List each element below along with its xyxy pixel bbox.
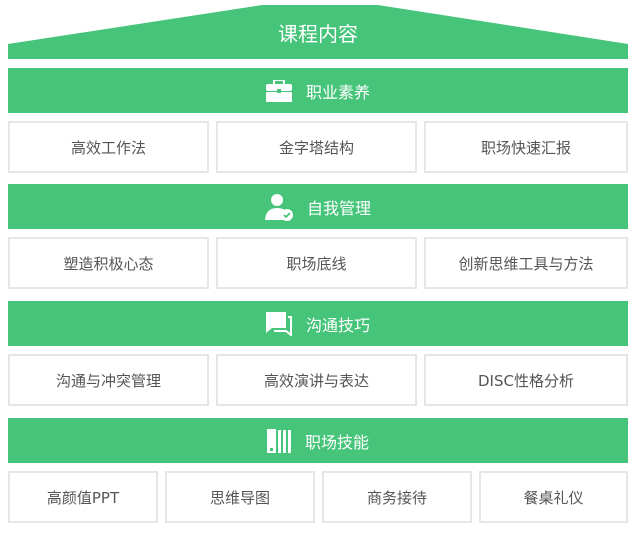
books-icon	[266, 428, 291, 453]
course-item: DISC性格分析	[424, 354, 628, 406]
course-item: 思维导图	[165, 471, 315, 523]
course-item: 创新思维工具与方法	[424, 237, 628, 289]
section-label: 职业素养	[305, 82, 370, 102]
course-item: 职场底线	[216, 237, 417, 289]
section-label: 自我管理	[306, 198, 371, 218]
course-item: 职场快速汇报	[424, 121, 628, 173]
course-item: 商务接待	[322, 471, 472, 523]
section-header-communication: 沟通技巧	[8, 301, 628, 346]
course-item: 高颜值PPT	[8, 471, 158, 523]
course-item: 金字塔结构	[216, 121, 417, 173]
briefcase-icon	[265, 79, 292, 102]
section-label: 职场技能	[304, 432, 369, 452]
roof-header	[8, 5, 628, 59]
section-header-skills: 职场技能	[8, 418, 628, 463]
course-item: 高效演讲与表达	[216, 354, 417, 406]
section-label: 沟通技巧	[305, 315, 370, 335]
course-item: 高效工作法	[8, 121, 209, 173]
course-item: 塑造积极心态	[8, 237, 209, 289]
user-check-icon	[264, 193, 293, 221]
page-title: 课程内容	[278, 22, 358, 46]
chat-bubbles-icon	[265, 311, 292, 336]
course-item: 餐桌礼仪	[479, 471, 628, 523]
course-item: 沟通与冲突管理	[8, 354, 209, 406]
section-header-self: 自我管理	[8, 184, 628, 229]
section-header-career: 职业素养	[8, 68, 628, 113]
